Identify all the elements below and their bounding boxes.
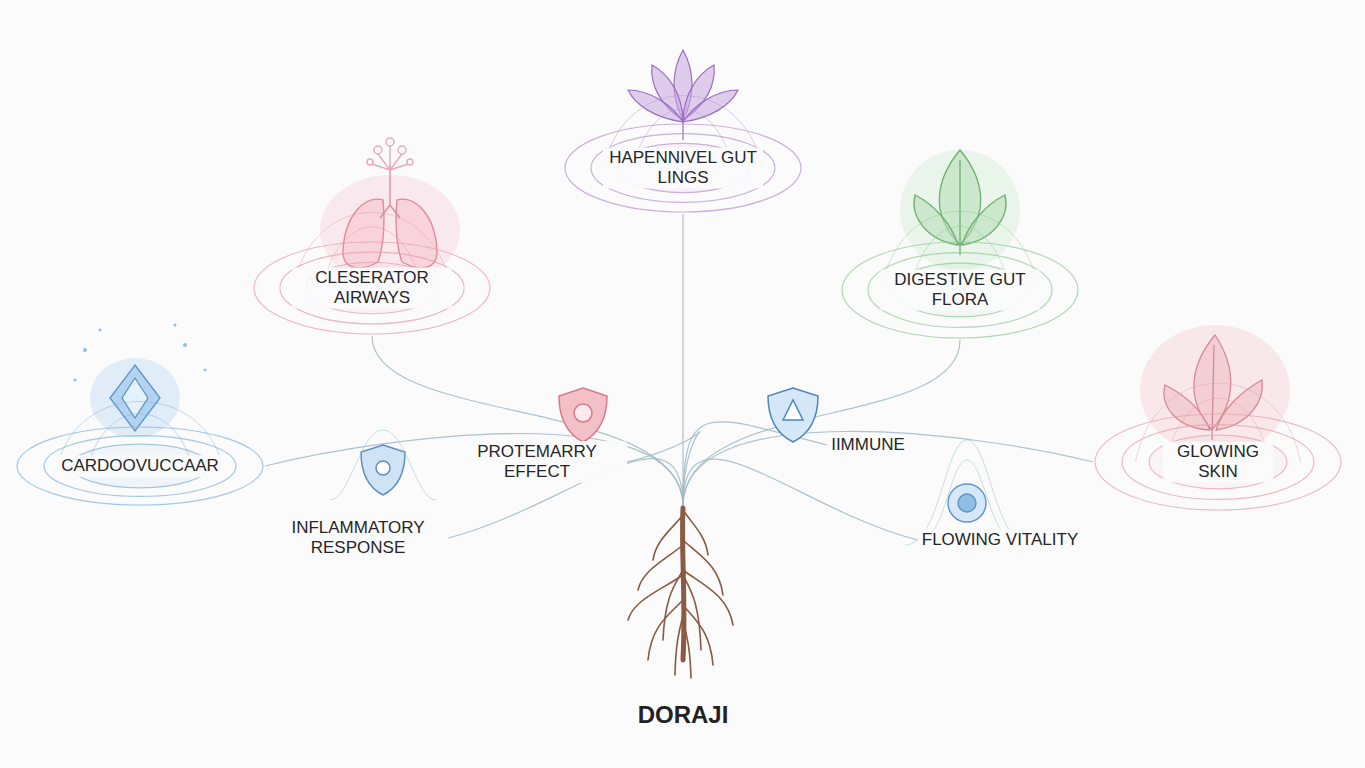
- connector-line: [682, 214, 683, 506]
- orbit-ring: [1149, 435, 1287, 489]
- connector-line: [627, 431, 700, 506]
- root-branch: [628, 575, 683, 620]
- shield: [361, 445, 405, 495]
- label-node: IIMMUNE: [827, 434, 909, 456]
- root-branch: [683, 510, 708, 555]
- emblem: [376, 461, 390, 475]
- label-node: FLOWING VITALITY: [918, 529, 1082, 551]
- node-label: IIMMUNE: [827, 434, 909, 456]
- node-label: INFLAMMATORY RESPONSE: [268, 517, 448, 558]
- dot: [99, 329, 102, 332]
- node-label: CLESERATOR AIRWAYS: [292, 267, 452, 308]
- dot: [204, 369, 207, 372]
- diamond: [110, 365, 160, 431]
- root-branch: [648, 600, 683, 660]
- root-title: DORAJI: [634, 700, 733, 730]
- root-branch: [683, 575, 701, 650]
- shield: [768, 388, 818, 442]
- root-branch: [683, 605, 713, 665]
- ring-node: GLOWING SKIN: [1093, 412, 1343, 512]
- emblem: [783, 400, 803, 420]
- leaf: [1164, 385, 1210, 430]
- petal: [628, 90, 683, 122]
- vein: [1212, 345, 1214, 440]
- ring-node: HAPENNIVEL GUT LINGS: [563, 122, 803, 214]
- root-strands: [628, 508, 733, 678]
- wave: [330, 430, 436, 500]
- right-lung: [396, 199, 437, 268]
- core: [958, 494, 976, 512]
- connector-line: [683, 422, 827, 506]
- connector-line: [265, 434, 683, 507]
- orbit-ring: [254, 242, 490, 334]
- shield: [559, 388, 607, 442]
- taproot: [683, 508, 684, 660]
- root-branch: [675, 615, 683, 675]
- orbit-ring: [17, 427, 263, 505]
- root-branch: [683, 570, 733, 625]
- orbit-ring: [1122, 425, 1314, 500]
- twig: [372, 146, 408, 170]
- connector-line: [683, 459, 918, 540]
- bud: [374, 146, 382, 154]
- trachea: [380, 165, 400, 218]
- bud: [398, 146, 406, 154]
- ring: [948, 484, 986, 522]
- ring-node: CARDOOVUCCAAR: [15, 425, 265, 507]
- node-label: FLOWING VITALITY: [918, 529, 1082, 551]
- ring-node: DIGESTIVE GUT FLORA: [840, 240, 1080, 340]
- root-branch: [653, 515, 683, 560]
- root-branch: [683, 620, 691, 678]
- glow: [90, 358, 180, 438]
- shield-icon: [768, 388, 818, 442]
- node-label: DIGESTIVE GUT FLORA: [880, 269, 1040, 310]
- orbit-ring: [280, 252, 464, 324]
- label-node: INFLAMMATORY RESPONSE: [268, 517, 448, 558]
- orbit-ring: [565, 124, 801, 212]
- facet: [122, 378, 148, 418]
- dot: [74, 379, 77, 382]
- node-label: GLOWING SKIN: [1163, 441, 1273, 482]
- vein: [959, 160, 960, 255]
- label-node: PROTEMARRY EFFECT: [447, 441, 627, 482]
- dot: [83, 348, 87, 352]
- shield-icon: [559, 388, 607, 442]
- emblem: [574, 404, 592, 422]
- leaf: [962, 195, 1006, 245]
- left-lung: [343, 199, 384, 268]
- node-label: PROTEMARRY EFFECT: [447, 441, 627, 482]
- dot: [183, 343, 187, 347]
- connector-line: [683, 340, 960, 506]
- leaf: [914, 195, 958, 245]
- orbit-ring: [842, 242, 1078, 338]
- orbit-ring: [591, 134, 775, 203]
- bronchi-tree: [367, 138, 413, 170]
- connector-line: [683, 431, 1093, 506]
- bud: [386, 138, 394, 146]
- dot: [174, 324, 177, 327]
- sparkles: [74, 324, 207, 382]
- petal: [683, 90, 738, 122]
- orbit-ring: [44, 436, 236, 497]
- root-node: DORAJI: [608, 500, 758, 740]
- stem: [682, 120, 683, 140]
- orbit-ring: [1095, 414, 1341, 510]
- shield-icon: [361, 445, 405, 495]
- crystal-icon: [74, 324, 207, 439]
- orbit-ring: [868, 253, 1052, 328]
- node-label: CARDOOVUCCAAR: [57, 455, 223, 477]
- connector-line: [372, 336, 683, 506]
- vitality-icon: [948, 484, 986, 522]
- ring-node: CLESERATOR AIRWAYS: [252, 240, 492, 336]
- node-label: HAPENNIVEL GUT LINGS: [603, 147, 763, 188]
- wave: [920, 460, 1015, 540]
